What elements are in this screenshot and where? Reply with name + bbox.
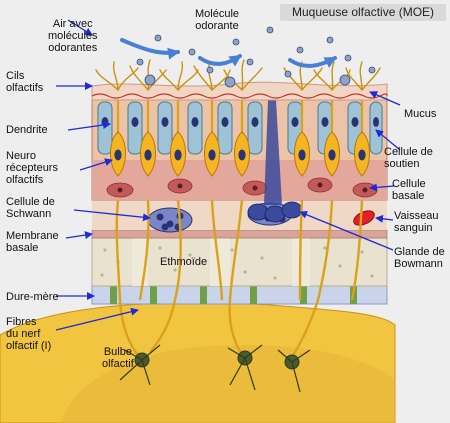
bowman-gland (247, 201, 303, 223)
label-cils: Cils olfactifs (6, 70, 44, 94)
label-basale-cell: Cellule basale (392, 178, 426, 202)
odor-molecules (136, 26, 376, 88)
label-ethmoide: Ethmoïde (160, 256, 208, 268)
schwann-cell-bundle (147, 207, 193, 233)
bowman-gland-duct (264, 100, 282, 205)
label-air: Air avec molécules odorantes (48, 18, 98, 54)
neuron-nuclei (114, 149, 366, 161)
label-schwann: Cellule de Schwann (6, 196, 55, 220)
label-neuro: Neuro récepteurs olfactifs (6, 150, 58, 186)
airflow-arrows (120, 38, 337, 68)
glomerulus-dendrites (119, 344, 311, 393)
basal-cell-nuclei (117, 182, 368, 193)
label-dendrite: Dendrite (6, 124, 48, 136)
diagram-title: Muqueuse olfactive (MOE) (280, 4, 446, 21)
support-cell-nuclei (101, 117, 379, 127)
label-membrane: Membrane basale (6, 230, 59, 254)
olfactory-nerve-axons (115, 199, 364, 361)
label-dure-mere: Dure-mère (6, 291, 59, 303)
mucus-layer (91, 81, 388, 101)
label-soutien: Cellule de soutien (384, 146, 433, 170)
label-vaisseau: Vaisseau sanguin (394, 210, 439, 234)
olfactory-cilia (95, 59, 381, 91)
label-molecule: Molécule odorante (195, 8, 240, 32)
mucus-wave-line (91, 93, 388, 99)
dura-mater-layer (91, 285, 388, 305)
ethmoid-foramen (210, 238, 230, 286)
label-glande: Glande de Bowmann (394, 246, 445, 270)
label-bulbe: Bulbe olfactif (102, 346, 134, 370)
label-fibres: Fibres du nerf olfactif (I) (6, 316, 52, 352)
label-mucus: Mucus (404, 108, 437, 120)
label-arrows (55, 19, 401, 331)
